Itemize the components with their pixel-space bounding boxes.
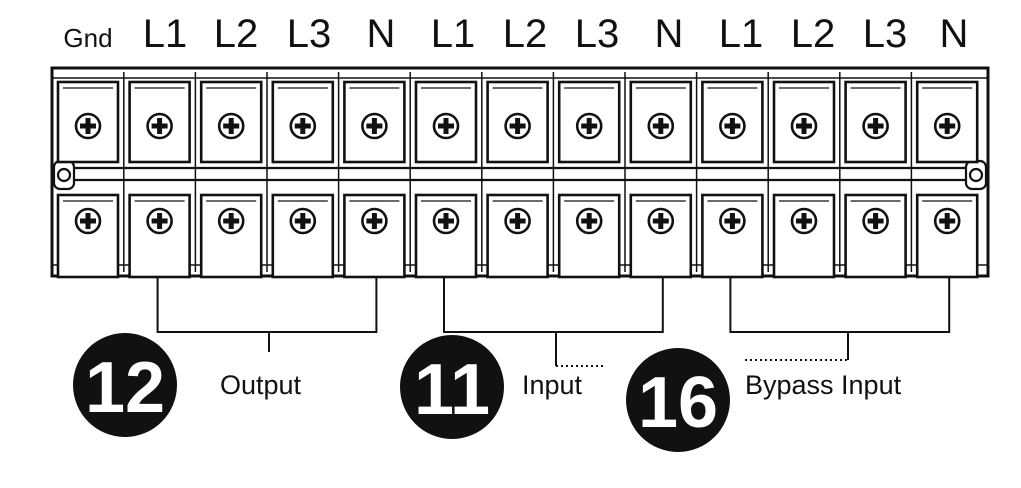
screw-head-icon bbox=[432, 207, 460, 235]
terminal-cell-top bbox=[271, 80, 335, 164]
terminal-cell-top bbox=[128, 80, 191, 164]
terminal-cell-top bbox=[629, 80, 693, 164]
screw-head-icon bbox=[74, 112, 102, 140]
terminal-cell-bottom bbox=[557, 193, 621, 279]
terminal-cell-top bbox=[915, 80, 979, 164]
screw-head-icon bbox=[146, 112, 173, 140]
badge-output: 12 bbox=[73, 333, 177, 437]
terminal-cell-top bbox=[343, 80, 406, 164]
screw-head-icon bbox=[74, 207, 102, 235]
terminal-cell-bottom bbox=[414, 193, 478, 279]
terminal-cell-bottom bbox=[343, 193, 406, 279]
screw-head-icon bbox=[647, 207, 675, 235]
screw-head-icon bbox=[790, 207, 818, 235]
badge-input: 11 bbox=[400, 335, 504, 439]
terminal-label-output-n: N bbox=[366, 12, 396, 56]
screw-head-icon bbox=[933, 207, 961, 235]
screw-head-icon bbox=[432, 112, 460, 140]
terminal-label-input-l1: L1 bbox=[430, 12, 476, 56]
terminal-cell-bottom bbox=[56, 193, 120, 279]
terminal-cell-top bbox=[199, 80, 263, 164]
screw-head-icon bbox=[361, 112, 388, 140]
terminal-label-bypass-l3: L3 bbox=[862, 12, 908, 56]
screw-head-icon bbox=[575, 112, 603, 140]
terminal-cell-bottom bbox=[629, 193, 693, 279]
terminal-cell-top bbox=[701, 80, 764, 164]
screw-head-icon bbox=[790, 112, 818, 140]
screw-head-icon bbox=[289, 112, 317, 140]
terminal-cell-bottom bbox=[128, 193, 191, 279]
badge-output-number: 12 bbox=[85, 348, 165, 428]
terminal-label-bypass-l1: L1 bbox=[718, 12, 764, 56]
screw-head-icon bbox=[862, 112, 889, 140]
screw-head-icon bbox=[862, 207, 889, 235]
badge-bypass-input: 16 bbox=[626, 348, 730, 452]
screw-head-icon bbox=[217, 207, 245, 235]
group-connector-lines bbox=[156, 277, 951, 367]
terminal-label-bypass-l2: L2 bbox=[790, 12, 836, 56]
terminal-cell-bottom bbox=[271, 193, 335, 279]
terminal-cell-bottom bbox=[199, 193, 263, 279]
terminal-cell-top bbox=[56, 80, 120, 164]
screw-head-icon bbox=[504, 112, 531, 140]
terminal-label-output-l2: L2 bbox=[213, 12, 259, 56]
mounting-hole-right-icon bbox=[964, 159, 988, 191]
terminal-cells bbox=[56, 80, 979, 279]
terminal-label-output-l1: L1 bbox=[142, 12, 188, 56]
terminal-cell-top bbox=[486, 80, 549, 164]
screw-head-icon bbox=[933, 112, 961, 140]
terminal-cell-bottom bbox=[772, 193, 836, 279]
terminal-label-bypass-n: N bbox=[939, 12, 969, 56]
badge-bypass-input-number: 16 bbox=[638, 363, 718, 443]
terminal-label-input-l3: L3 bbox=[574, 12, 620, 56]
input-connector-bracket bbox=[443, 277, 664, 367]
output-connector-bracket bbox=[156, 277, 378, 352]
screw-head-icon bbox=[575, 207, 603, 235]
terminal-cell-top bbox=[772, 80, 836, 164]
terminal-cell-bottom bbox=[486, 193, 549, 279]
group-label-output: Output bbox=[220, 370, 302, 400]
terminal-label-output-l3: L3 bbox=[286, 12, 332, 56]
terminal-cell-bottom bbox=[701, 193, 764, 279]
terminal-label-gnd: Gnd bbox=[63, 23, 113, 53]
screw-head-icon bbox=[719, 207, 746, 235]
screw-head-icon bbox=[217, 112, 245, 140]
screw-head-icon bbox=[289, 207, 317, 235]
terminal-cell-top bbox=[844, 80, 907, 164]
bypass-input-connector-bracket bbox=[729, 277, 951, 361]
terminal-label-input-l2: L2 bbox=[502, 12, 548, 56]
terminal-cell-bottom bbox=[915, 193, 979, 279]
group-label-bypass-input: Bypass Input bbox=[745, 370, 902, 400]
badge-input-number: 11 bbox=[414, 350, 490, 430]
terminal-cell-top bbox=[414, 80, 478, 164]
screw-head-icon bbox=[361, 207, 388, 235]
screw-head-icon bbox=[719, 112, 746, 140]
screw-head-icon bbox=[647, 112, 675, 140]
screw-head-icon bbox=[146, 207, 173, 235]
terminal-cell-bottom bbox=[844, 193, 907, 279]
terminal-label-input-n: N bbox=[654, 12, 684, 56]
group-label-input: Input bbox=[522, 370, 583, 400]
terminal-cell-top bbox=[557, 80, 621, 164]
screw-head-icon bbox=[504, 207, 531, 235]
